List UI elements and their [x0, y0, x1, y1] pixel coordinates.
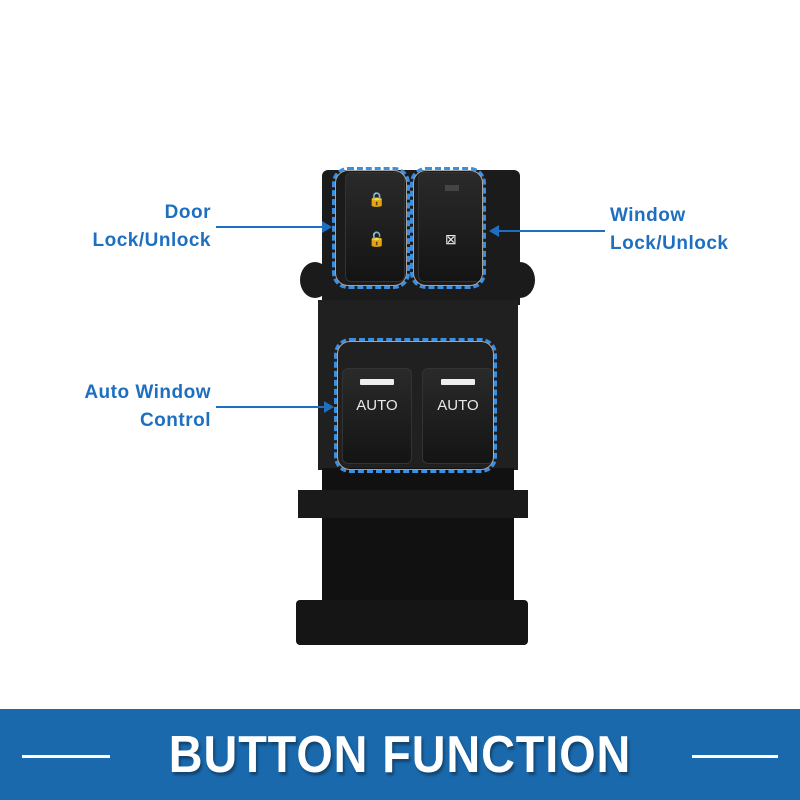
label-line: Auto Window [84, 382, 211, 403]
auto-window-highlight [334, 338, 497, 473]
switch-lower-housing [322, 468, 514, 608]
label-line: Control [139, 410, 211, 431]
arrow-head [322, 221, 332, 233]
label-line: Window [610, 205, 686, 226]
door-lock-switch[interactable]: 🔒 🔓 [345, 172, 405, 282]
banner-line-left [22, 755, 110, 758]
window-arrow [498, 230, 605, 232]
auto-label: AUTO [356, 397, 398, 414]
auto-arrow [216, 406, 326, 408]
door-lock-label: Door Lock/Unlock [93, 199, 211, 255]
arrow-head [324, 401, 334, 413]
window-lock-button[interactable]: ⊠ [418, 172, 484, 282]
label-line: Door [164, 202, 211, 223]
arrow-head [489, 225, 499, 237]
banner-title: BUTTON FUNCTION [168, 726, 632, 784]
label-line: Lock/Unlock [92, 230, 211, 251]
auto-window-label: Auto Window Control [84, 379, 211, 435]
window-lock-label: Window Lock/Unlock [610, 202, 728, 258]
side-clips [298, 490, 528, 518]
banner-line-right [692, 755, 778, 758]
unlock-icon: 🔓 [368, 231, 386, 247]
auto-window-button-right[interactable]: AUTO [422, 368, 494, 464]
indicator-light [445, 185, 459, 191]
door-arrow [216, 226, 326, 228]
auto-window-button-left[interactable]: AUTO [342, 368, 412, 464]
window-lock-highlight [410, 167, 486, 289]
bottom-flange [296, 600, 528, 645]
banner: BUTTON FUNCTION [0, 709, 800, 800]
indicator-bar [360, 379, 394, 385]
mount-tab-left [300, 262, 330, 298]
window-lock-icon: ⊠ [445, 231, 457, 247]
mount-tab-right [505, 262, 535, 298]
lock-icon: 🔒 [368, 191, 386, 207]
label-line: Lock/Unlock [610, 233, 729, 254]
door-lock-highlight [332, 167, 410, 289]
indicator-bar [441, 379, 475, 385]
auto-label: AUTO [437, 397, 479, 414]
